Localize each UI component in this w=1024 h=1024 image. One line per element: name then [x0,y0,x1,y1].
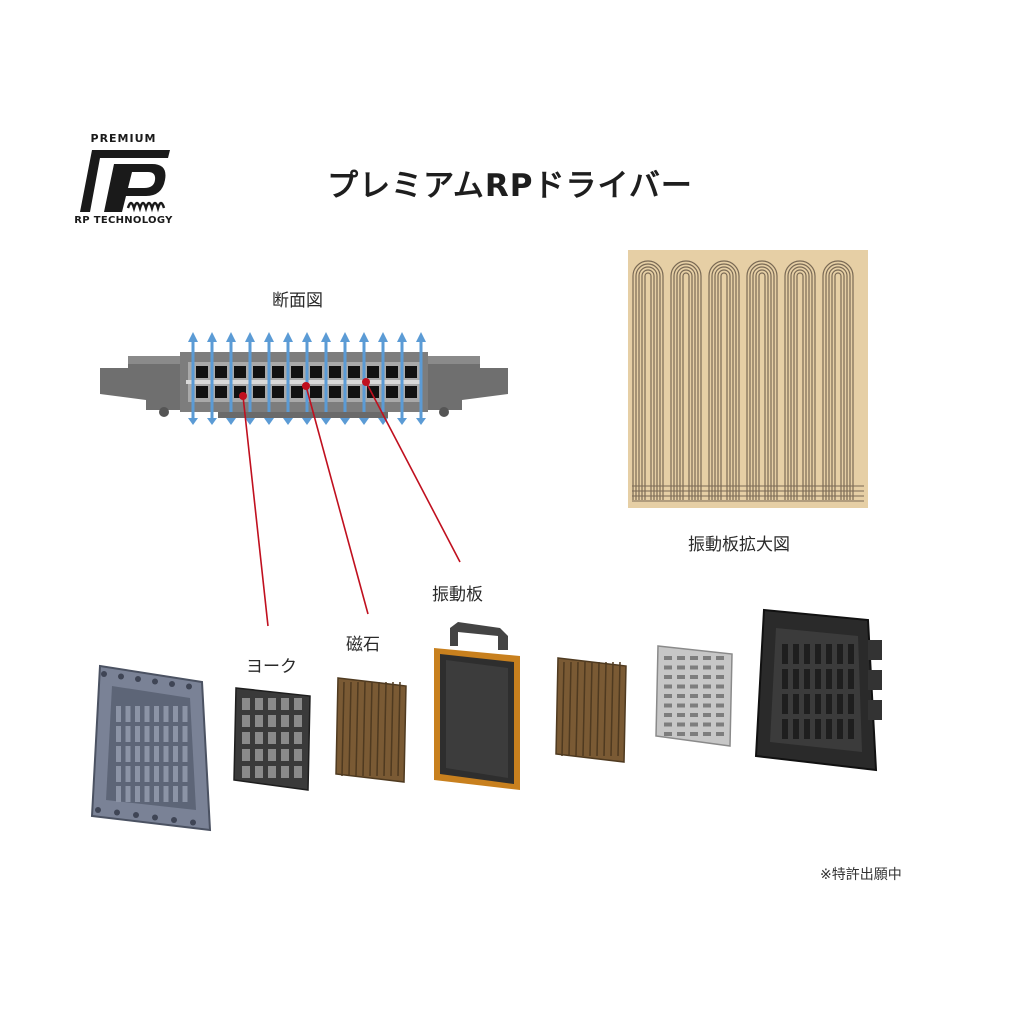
rear-magnet-stripes [561,661,621,757]
cs-magnet-bottom [386,386,398,398]
yoke-slots [242,698,302,778]
cs-magnet-top [215,366,227,378]
rear-housing-slots [782,644,854,739]
cs-magnet-bottom [367,386,379,398]
diaphragm-zoom-label: 振動板拡大図 [688,535,790,555]
cs-magnet-bottom [348,386,360,398]
cs-magnet-top [405,366,417,378]
cs-magnet-top [196,366,208,378]
cs-magnet-bottom [272,386,284,398]
airflow-arrow-icon [188,332,198,425]
cs-magnet-top [253,366,265,378]
diaphragm-label: 振動板 [432,585,483,605]
magnet-part [335,677,407,783]
cs-magnet-bottom [291,386,303,398]
logo-bottom-text: RP TECHNOLOGY [74,215,173,226]
yoke-label: ヨーク [246,657,297,677]
rp-logo-mark-icon [80,150,170,213]
cs-magnet-top [329,366,341,378]
magnet-stripes [341,681,401,777]
cross-section-diagram [100,332,508,425]
cs-magnet-bottom [310,386,322,398]
cs-magnet-bottom [405,386,417,398]
diaphragm-zoom-image [628,250,868,508]
cs-magnet-bottom [329,386,341,398]
rear-yoke-part [655,645,733,747]
cross-section-label: 断面図 [272,291,323,311]
cs-magnet-bottom [234,386,246,398]
magnet-label: 磁石 [346,635,380,655]
cs-magnet-bottom [253,386,265,398]
rear-magnet-part [555,657,627,763]
cs-magnet-top [291,366,303,378]
patent-pending-note: ※特許出願中 [820,867,902,883]
page-title: プレミアムRPドライバー [327,168,693,204]
diaphragm-part [434,622,520,790]
premium-rp-technology-logo: PREMIUM RP TECHNOLOGY [66,132,181,232]
cs-magnet-top [234,366,246,378]
cs-magnet-bottom [196,386,208,398]
yoke-callout-line [242,395,269,627]
cs-magnet-top [272,366,284,378]
cs-magnet-top [367,366,379,378]
rear-housing-part [754,608,882,772]
airflow-arrow-icon [207,332,217,425]
yoke-part [233,687,311,791]
logo-top-text: PREMIUM [90,132,157,145]
rear-yoke-slots [664,656,724,736]
cs-magnet-top [348,366,360,378]
diaphragm-conductor-pattern [632,260,864,502]
cs-magnet-top [386,366,398,378]
front-cover-plate [90,664,212,832]
cs-magnet-top [310,366,322,378]
airflow-arrow-icon [226,332,236,425]
airflow-arrow-icon [283,332,293,425]
cover-plate-slots [116,706,188,802]
cover-plate-screw-holes [95,671,196,826]
cs-magnet-bottom [215,386,227,398]
